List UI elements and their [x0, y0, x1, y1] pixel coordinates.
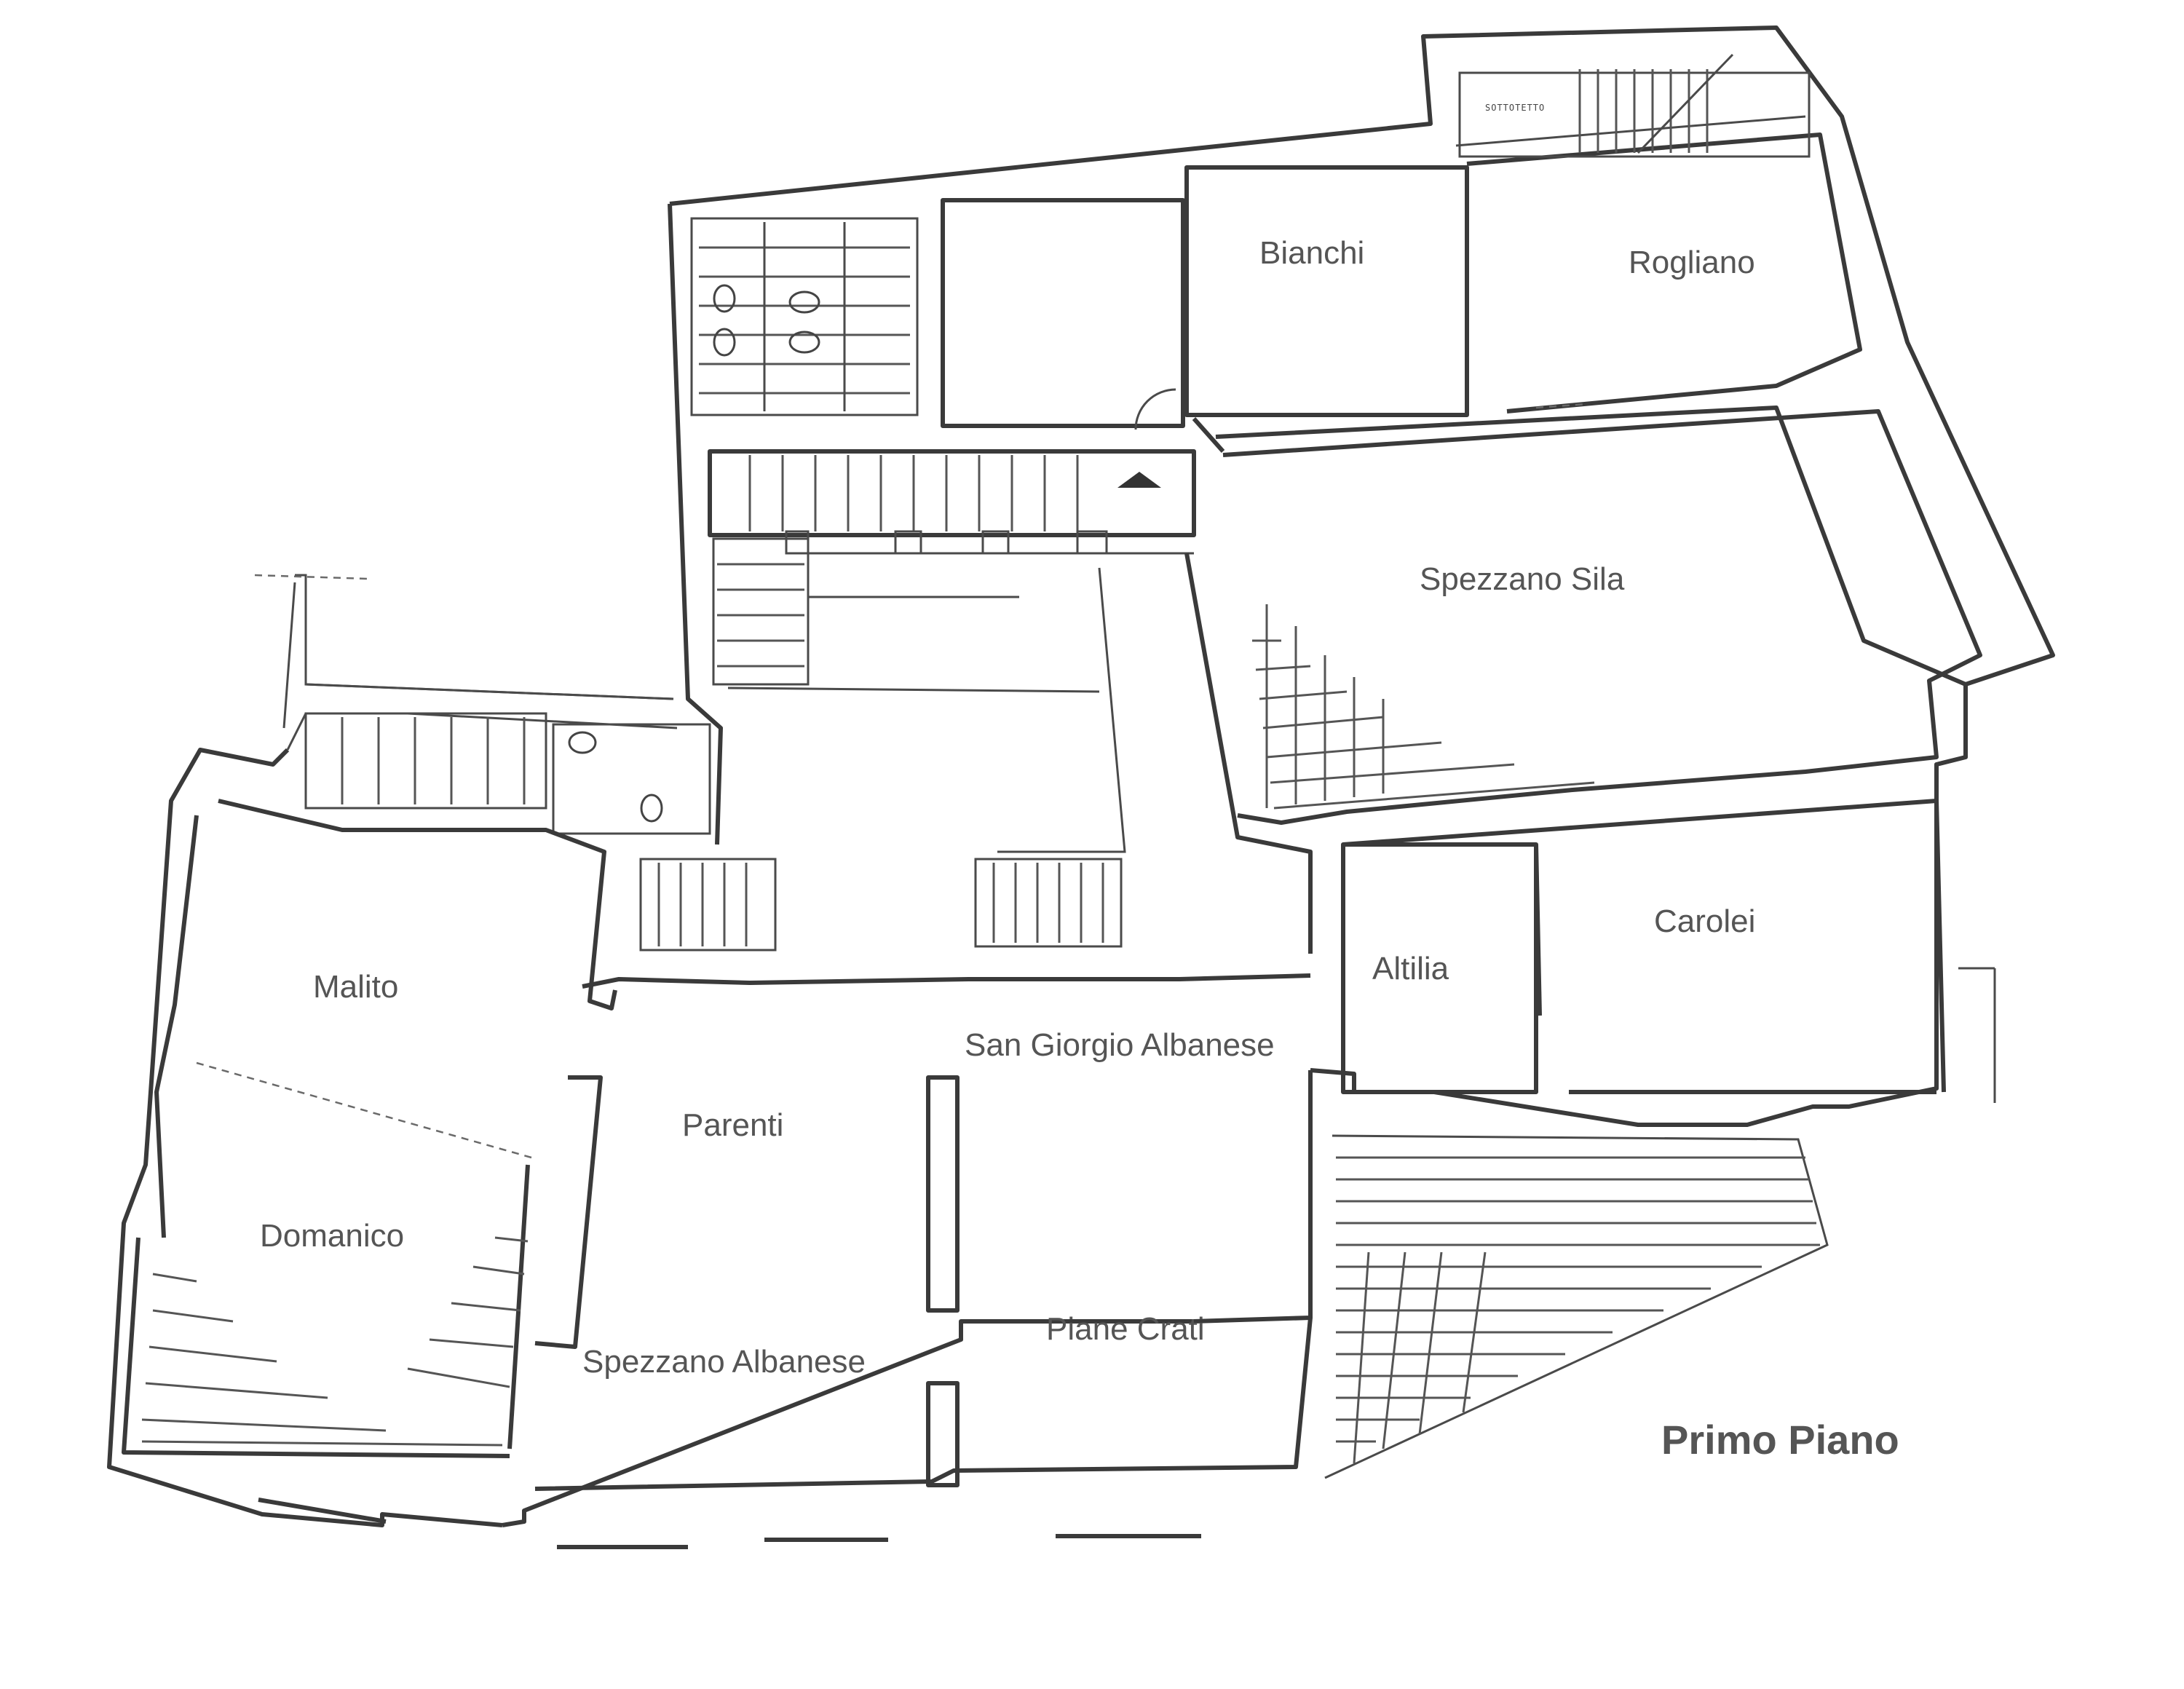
- wing-south: [534, 858, 1313, 1491]
- wing-east: [1341, 799, 1996, 1103]
- room-labels: Bianchi Rogliano Spezzano Sila Carolei A…: [260, 235, 1755, 1380]
- stair-central-left: [639, 858, 777, 952]
- wing-west: [122, 574, 711, 1458]
- toilet-icon: [640, 794, 663, 823]
- up-arrow-icon: [1117, 472, 1161, 488]
- wing-north-east: [1184, 115, 1967, 687]
- wc-block-north: [690, 217, 919, 416]
- room-label-spezzano-albanese: Spezzano Albanese: [582, 1344, 866, 1380]
- attic-stair: SOTTOTETTO: [1458, 53, 1811, 158]
- sink-icon: [713, 328, 736, 357]
- room-label-spezzano-sila: Spezzano Sila: [1420, 561, 1625, 597]
- room-altilia-walls: [1341, 842, 1538, 1094]
- toilet-icon: [568, 731, 597, 754]
- floor-title: Primo Piano: [1661, 1417, 1899, 1463]
- partition-wall: [926, 1075, 960, 1313]
- stair-central-right: [974, 858, 1123, 948]
- partition-wall: [926, 1381, 960, 1487]
- south-balconies: [258, 1498, 1201, 1549]
- door-swing-icon: [1134, 388, 1176, 430]
- central-court: [727, 553, 1313, 954]
- east-terrace: [1324, 1134, 1829, 1479]
- terraced-seating-west: [141, 1236, 529, 1447]
- room-label-bianchi: Bianchi: [1259, 235, 1364, 271]
- terraced-seating: [1252, 604, 1595, 810]
- room-label-piane-crati: Piane Crati: [1046, 1311, 1205, 1347]
- toilet-icon: [788, 290, 820, 314]
- room-spezzano-sila-walls: [1222, 409, 1982, 825]
- room-label-rogliano: Rogliano: [1629, 245, 1755, 280]
- main-staircase: [708, 449, 1196, 686]
- room-label-domanico: Domanico: [260, 1218, 404, 1254]
- room-label-parenti: Parenti: [682, 1107, 783, 1143]
- room-north-small: [941, 198, 1185, 428]
- room-label-altilia: Altilia: [1372, 951, 1449, 986]
- room-label-carolei: Carolei: [1654, 903, 1755, 939]
- room-label-san-giorgio-albanese: San Giorgio Albanese: [965, 1027, 1275, 1063]
- stair-west: [304, 712, 547, 810]
- attic-label: SOTTOTETTO: [1485, 103, 1545, 113]
- sink-icon: [713, 284, 736, 313]
- room-label-malito: Malito: [313, 969, 398, 1005]
- toilet-icon: [788, 331, 820, 354]
- room-bianchi-walls: [1184, 165, 1469, 417]
- wc-block-west: [552, 723, 711, 835]
